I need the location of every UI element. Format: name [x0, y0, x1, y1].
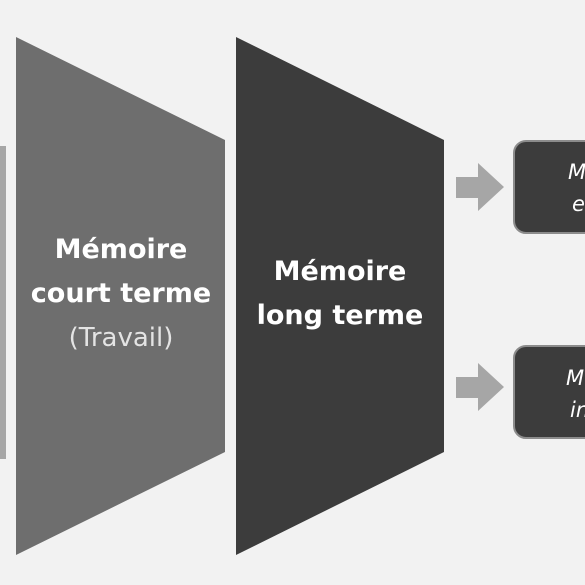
stage-long-term-line2: long terme	[256, 300, 424, 331]
output-top-line2: e	[572, 192, 585, 216]
stage-short-term-label: Mémoire court terme (Travail)	[16, 228, 226, 360]
output-bottom-line2: in	[570, 398, 585, 422]
stage-long-term-label: Mémoire long terme	[236, 250, 444, 338]
output-box-bottom-shape	[513, 345, 585, 439]
arrow-top-icon	[456, 163, 504, 211]
stage-long-term-shape	[236, 37, 444, 555]
output-top-line1: M	[568, 160, 585, 184]
output-bottom-label: M	[566, 364, 584, 392]
stage-short-term-shape	[16, 37, 225, 555]
stage-long-term-line1: Mémoire	[273, 256, 407, 287]
output-top-label: M	[568, 158, 585, 186]
arrow-bottom-icon	[456, 363, 504, 411]
stage-short-term-line3: (Travail)	[68, 323, 174, 353]
output-box-top-shape	[513, 140, 585, 234]
output-bottom-label-2: in	[570, 396, 585, 424]
stage-short-term-line1: Mémoire	[54, 234, 188, 265]
stage-left-edge-shape	[0, 146, 6, 459]
stage-short-term-line2: court terme	[30, 278, 212, 309]
output-top-label-2: e	[572, 190, 585, 218]
output-bottom-line1: M	[566, 366, 585, 390]
